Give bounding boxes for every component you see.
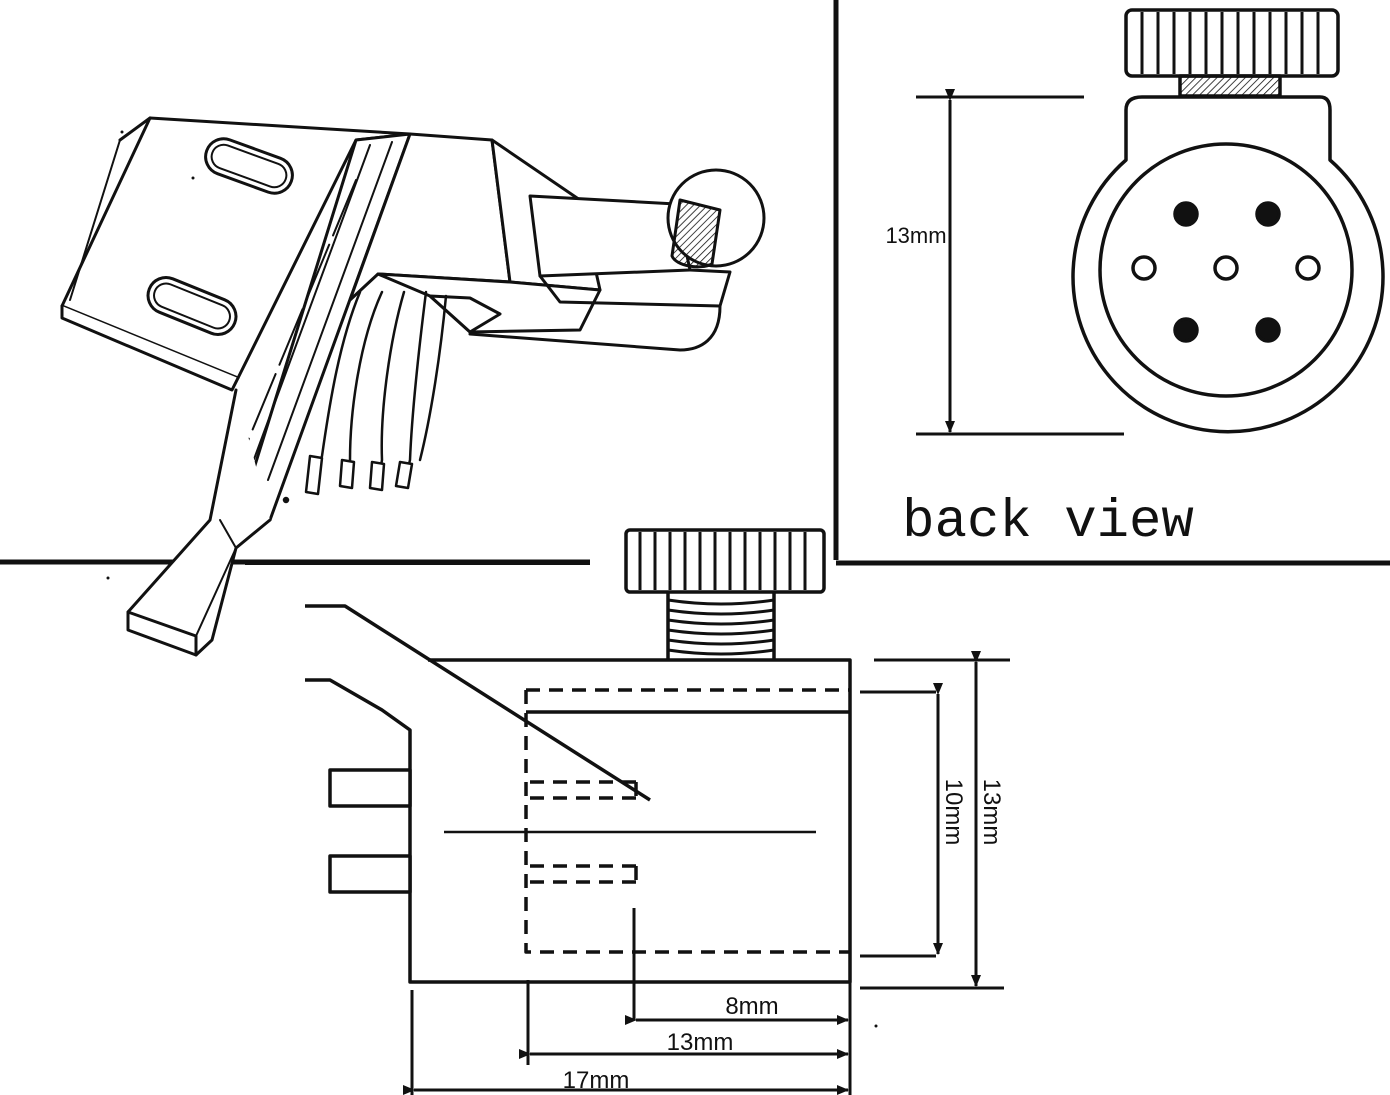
side-view-width-17-label: 17mm bbox=[563, 1067, 630, 1094]
back-view-height-label: 13mm bbox=[885, 223, 946, 248]
back-view-label-bg bbox=[888, 218, 944, 248]
side-view-width-8-label: 8mm bbox=[725, 993, 778, 1020]
headshell-plate bbox=[60, 116, 412, 392]
back-view-pins bbox=[1131, 201, 1321, 343]
side-view-width-13-label: 13mm bbox=[667, 1029, 734, 1056]
side-view-hidden-lines bbox=[524, 688, 850, 954]
knurled-knob bbox=[666, 168, 766, 269]
side-view-height-outer-label: 13mm bbox=[978, 779, 1005, 846]
cartridge-perspective-drawing bbox=[60, 116, 766, 657]
side-view-drawing bbox=[305, 528, 1010, 1095]
side-view-height-inner-label: 10mm bbox=[940, 779, 967, 846]
side-view-pin-upper bbox=[328, 768, 412, 808]
lead-wires bbox=[314, 290, 448, 486]
side-view-height-dimensions bbox=[860, 651, 1010, 990]
lead-pins bbox=[282, 454, 414, 504]
side-view-pin-lower bbox=[328, 854, 412, 894]
back-view-drawing bbox=[916, 8, 1385, 436]
side-view-knob bbox=[624, 528, 826, 660]
finger-lift bbox=[126, 388, 272, 657]
back-view-height-dimension bbox=[916, 89, 1124, 436]
back-view-knob bbox=[1124, 8, 1340, 98]
side-view-width-dimensions bbox=[403, 1015, 849, 1095]
cartridge-body bbox=[348, 132, 732, 352]
side-view-body bbox=[305, 658, 852, 984]
tonearm-bar bbox=[236, 132, 412, 522]
panel-dividers bbox=[0, 0, 1390, 566]
back-view-caption: back view bbox=[902, 492, 1194, 553]
